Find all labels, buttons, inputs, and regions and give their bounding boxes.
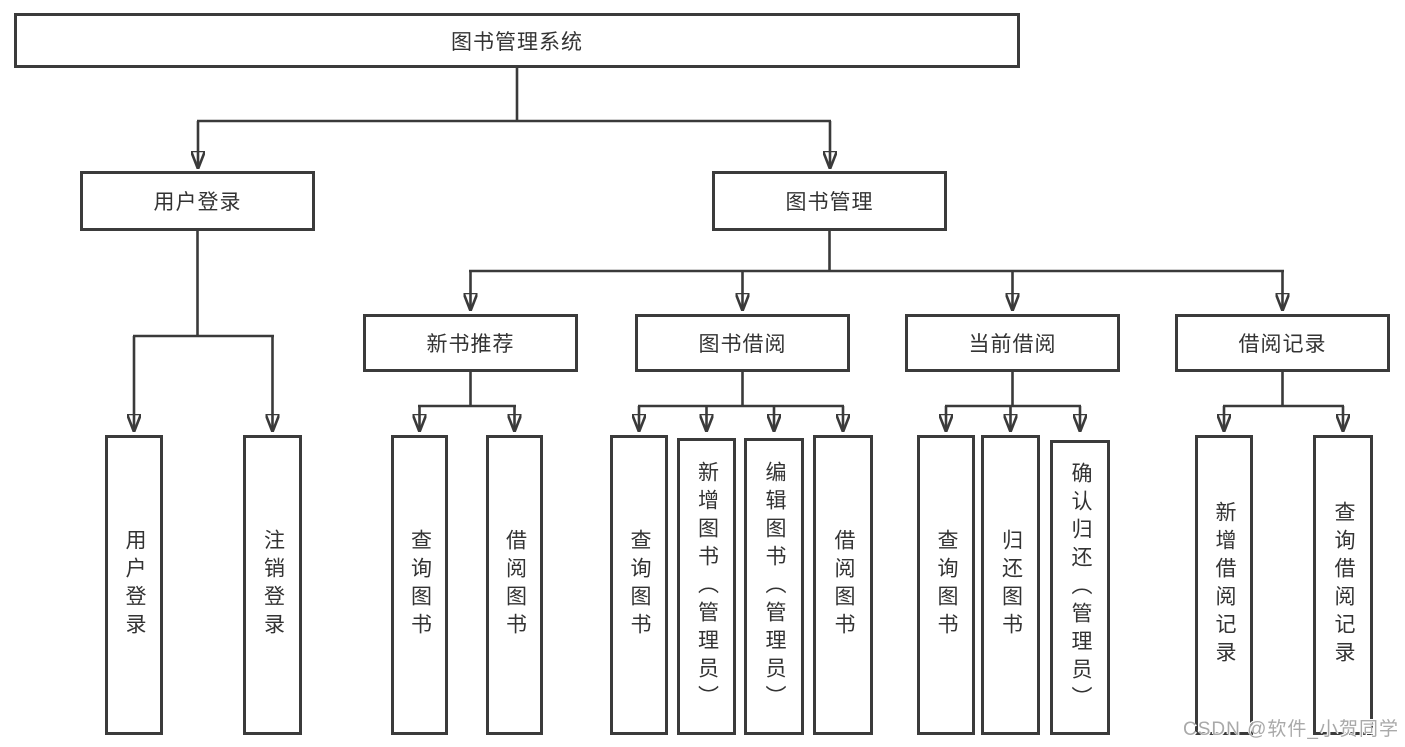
leaf-cb-return-books: 归还图书 bbox=[981, 435, 1040, 735]
leaf-nbr-borrow-books: 借阅图书 bbox=[486, 435, 543, 735]
leaf-bb-edit-books-admin-label: 编辑图书（管理员） bbox=[763, 460, 787, 713]
node-borrowing-records-label: 借阅记录 bbox=[1238, 333, 1327, 356]
leaf-logout-login: 注销登录 bbox=[243, 435, 302, 735]
leaf-bb-add-books-admin: 新增图书（管理员） bbox=[677, 438, 736, 735]
leaf-user-login-label: 用户登录 bbox=[123, 529, 147, 641]
node-user-login-label: 用户登录 bbox=[153, 191, 242, 214]
node-current-borrowing-label: 当前借阅 bbox=[968, 333, 1057, 356]
leaf-logout-login-label: 注销登录 bbox=[261, 529, 285, 641]
leaf-bb-query-books-label: 查询图书 bbox=[628, 529, 652, 641]
leaf-br-add-borrow-record: 新增借阅记录 bbox=[1195, 435, 1253, 735]
leaf-user-login: 用户登录 bbox=[105, 435, 163, 735]
node-root-label: 图书管理系统 bbox=[451, 30, 583, 54]
leaf-br-add-borrow-record-label: 新增借阅记录 bbox=[1213, 501, 1237, 669]
node-current-borrowing: 当前借阅 bbox=[905, 314, 1120, 372]
node-user-login: 用户登录 bbox=[80, 171, 315, 231]
node-book-management-label: 图书管理 bbox=[785, 191, 874, 214]
leaf-br-query-borrow-record-label: 查询借阅记录 bbox=[1332, 501, 1356, 669]
leaf-bb-query-books: 查询图书 bbox=[610, 435, 668, 735]
leaf-cb-query-books: 查询图书 bbox=[917, 435, 975, 735]
leaf-nbr-borrow-books-label: 借阅图书 bbox=[503, 529, 527, 641]
leaf-br-query-borrow-record: 查询借阅记录 bbox=[1313, 435, 1373, 735]
node-borrowing-records: 借阅记录 bbox=[1175, 314, 1390, 372]
leaf-bb-borrow-books-label: 借阅图书 bbox=[832, 529, 856, 641]
watermark: CSDN @软件_小贺同学 bbox=[1183, 719, 1399, 740]
node-new-book-recommendation: 新书推荐 bbox=[363, 314, 578, 372]
leaf-cb-confirm-return-admin: 确认归还（管理员） bbox=[1050, 440, 1110, 735]
leaf-nbr-query-books: 查询图书 bbox=[391, 435, 448, 735]
leaf-bb-borrow-books: 借阅图书 bbox=[813, 435, 873, 735]
leaf-cb-return-books-label: 归还图书 bbox=[999, 529, 1023, 641]
leaf-cb-confirm-return-admin-label: 确认归还（管理员） bbox=[1069, 461, 1093, 714]
node-root: 图书管理系统 bbox=[14, 13, 1020, 68]
node-book-management: 图书管理 bbox=[712, 171, 947, 231]
node-book-borrowing: 图书借阅 bbox=[635, 314, 850, 372]
node-new-book-recommendation-label: 新书推荐 bbox=[426, 333, 515, 356]
leaf-bb-edit-books-admin: 编辑图书（管理员） bbox=[744, 438, 804, 735]
node-book-borrowing-label: 图书借阅 bbox=[698, 333, 787, 356]
leaf-nbr-query-books-label: 查询图书 bbox=[408, 529, 432, 641]
leaf-cb-query-books-label: 查询图书 bbox=[935, 529, 959, 641]
leaf-bb-add-books-admin-label: 新增图书（管理员） bbox=[695, 460, 719, 713]
